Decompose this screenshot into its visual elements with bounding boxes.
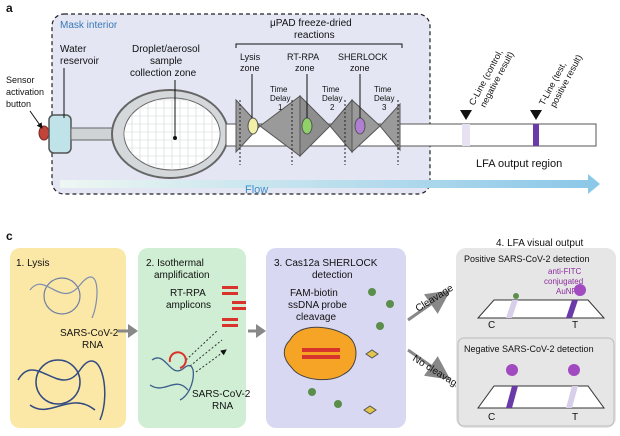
sherlock-title-2: detection (312, 270, 353, 281)
iso-title-2: amplification (154, 270, 210, 281)
panel-a-letter: a (6, 1, 13, 15)
cas12a-enzyme (283, 326, 357, 381)
lysis-rna-1: SARS-CoV-2 (60, 328, 119, 339)
anti-fitc-1: anti-FITC (548, 267, 582, 276)
t-line (533, 124, 539, 146)
negative-aunp-2 (568, 364, 580, 376)
c-line (462, 124, 470, 146)
sherlock-zone-1: SHERLOCK (338, 52, 388, 62)
mask-interior-label: Mask interior (60, 20, 118, 31)
mask-interior-box (51, 13, 431, 195)
iso-rna-2: RNA (212, 401, 233, 412)
negative-label: Negative SARS-CoV-2 detection (464, 344, 594, 354)
delay2-3: 2 (330, 103, 335, 112)
amplicons-2: amplicons (166, 300, 211, 311)
positive-aunp (574, 284, 586, 296)
sherlock-zone-2: zone (350, 63, 370, 73)
probe-3: cleavage (296, 312, 336, 323)
collection-label-2: sample (150, 56, 183, 67)
delay3-1: Time (374, 85, 392, 94)
lysis-pad (247, 117, 259, 135)
negative-aunp-1 (506, 364, 518, 376)
rtrpa-zone-2: zone (295, 63, 315, 73)
anti-fitc-3: AuNPs (556, 287, 581, 296)
panel-c-letter: c (6, 229, 13, 243)
rtrpa-pad (301, 117, 313, 135)
neg-t-label: T (572, 412, 578, 423)
delay1-3: 1 (278, 103, 283, 112)
upad-title-2: reactions (294, 30, 335, 41)
delay1-2: Delay (270, 94, 290, 103)
flow-arrow-head (588, 174, 600, 194)
anti-fitc-2: conjugated (544, 277, 583, 286)
sensor-label-2: activation (6, 87, 44, 97)
iso-title-1: 2. Isothermal (146, 258, 204, 269)
pos-c-label: C (488, 320, 495, 331)
cleavage-label: Cleavage (414, 283, 456, 315)
neg-c-label: C (488, 412, 495, 423)
water-reservoir (48, 114, 72, 154)
lfa-title: 4. LFA visual output (496, 238, 584, 249)
water-label-1: Water (60, 44, 87, 55)
positive-label: Positive SARS-CoV-2 detection (464, 254, 590, 264)
isothermal-panel (138, 248, 246, 428)
lysis-zone-2: zone (240, 63, 260, 73)
positive-strip (476, 299, 606, 319)
probe-2: ssDNA probe (288, 300, 347, 311)
lysis-zone-1: Lysis (240, 52, 261, 62)
collection-label-1: Droplet/aerosol (132, 44, 200, 55)
delay2-1: Time (322, 85, 340, 94)
flow-label: Flow (245, 184, 268, 196)
probe-fragments (308, 288, 394, 415)
sensor-label-1: Sensor (6, 75, 35, 85)
delay1-1: Time (270, 85, 288, 94)
sherlock-title-1: 3. Cas12a SHERLOCK (274, 258, 378, 269)
no-cleavage-label: No cleavage (410, 353, 463, 392)
iso-rna-1: SARS-CoV-2 (192, 389, 251, 400)
pos-t-label: T (572, 320, 578, 331)
sherlock-pad (354, 117, 366, 135)
sensor-label-3: button (6, 99, 31, 109)
amplicons-1: RT-RPA (170, 288, 206, 299)
lysis-title: 1. Lysis (16, 258, 50, 269)
delay3-2: Delay (374, 94, 394, 103)
sensor-button (38, 125, 50, 141)
rtrpa-zone-1: RT-RPA (287, 52, 319, 62)
lysis-rna-2: RNA (82, 340, 103, 351)
lfa-output-label: LFA output region (476, 158, 562, 170)
negative-strip (477, 385, 605, 409)
collection-label-3: collection zone (130, 68, 197, 79)
probe-1: FAM-biotin (290, 288, 338, 299)
delay2-2: Delay (322, 94, 342, 103)
delay3-3: 3 (382, 103, 387, 112)
flow-arrow-bar (60, 180, 590, 188)
water-label-2: reservoir (60, 56, 100, 67)
upad-title-1: μPAD freeze-dried (270, 18, 352, 29)
